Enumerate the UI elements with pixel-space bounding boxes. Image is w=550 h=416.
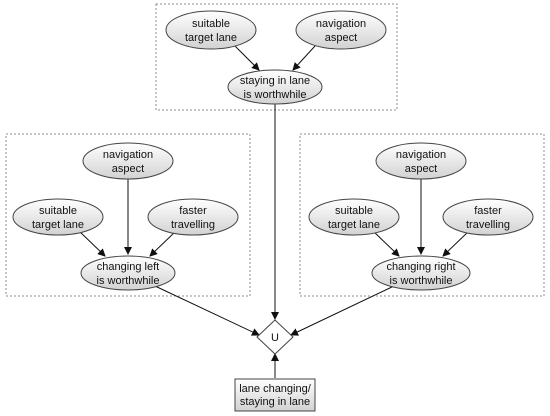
edge-left-faster-to-result [149, 229, 178, 257]
node-label: target lane [328, 219, 380, 231]
node-label: changing left [97, 261, 159, 273]
node-label: is worthwhile [244, 89, 307, 101]
node-label: suitable [335, 205, 373, 217]
right-navigation-aspect-node: navigation aspect [375, 142, 467, 180]
node-label: aspect [112, 163, 144, 175]
right-group-box [299, 133, 545, 297]
node-label: suitable [192, 18, 230, 30]
output-label: staying in lane [240, 396, 310, 408]
right-result-node: changing right is worthwhile [371, 255, 471, 291]
staying-suitable-target-lane-node: suitable target lane [165, 10, 257, 50]
node-label: is worthwhile [97, 275, 160, 287]
edge-left-suitable-to-result [77, 229, 106, 257]
node-label: travelling [171, 219, 215, 231]
staying-navigation-aspect-node: navigation aspect [295, 10, 387, 50]
node-label: navigation [316, 18, 366, 30]
node-label: staying in lane [240, 75, 310, 87]
node-label: navigation [396, 149, 446, 161]
node-label: target lane [185, 32, 237, 44]
right-faster-travelling-node: faster travelling [442, 198, 534, 236]
node-label: faster [474, 205, 502, 217]
node-label: is worthwhile [390, 275, 453, 287]
union-label: U [271, 332, 279, 344]
edge-staying-navigation-to-result [292, 45, 316, 71]
edge-left-result-to-union [154, 285, 260, 336]
left-faster-travelling-node: faster travelling [147, 198, 239, 236]
edge-right-faster-to-result [442, 229, 471, 257]
edge-staying-suitable-to-result [234, 45, 260, 71]
node-label: target lane [32, 219, 84, 231]
union-node: U [256, 319, 294, 355]
node-label: faster [179, 205, 207, 217]
left-navigation-aspect-node: navigation aspect [82, 142, 174, 180]
node-label: aspect [405, 163, 437, 175]
output-node: lane changing/ staying in lane [234, 378, 316, 412]
left-result-node: changing left is worthwhile [80, 255, 176, 291]
right-suitable-target-lane-node: suitable target lane [308, 198, 400, 236]
node-label: suitable [39, 205, 77, 217]
edge-right-suitable-to-result [371, 229, 400, 257]
output-label: lane changing/ [239, 383, 312, 395]
staying-group-box [155, 3, 398, 111]
left-suitable-target-lane-node: suitable target lane [12, 198, 104, 236]
left-group-box [5, 133, 251, 297]
edge-right-result-to-union [290, 285, 395, 336]
node-label: navigation [103, 149, 153, 161]
node-label: travelling [466, 219, 510, 231]
node-label: aspect [325, 32, 357, 44]
node-label: changing right [386, 261, 455, 273]
staying-result-node: staying in lane is worthwhile [227, 69, 323, 105]
